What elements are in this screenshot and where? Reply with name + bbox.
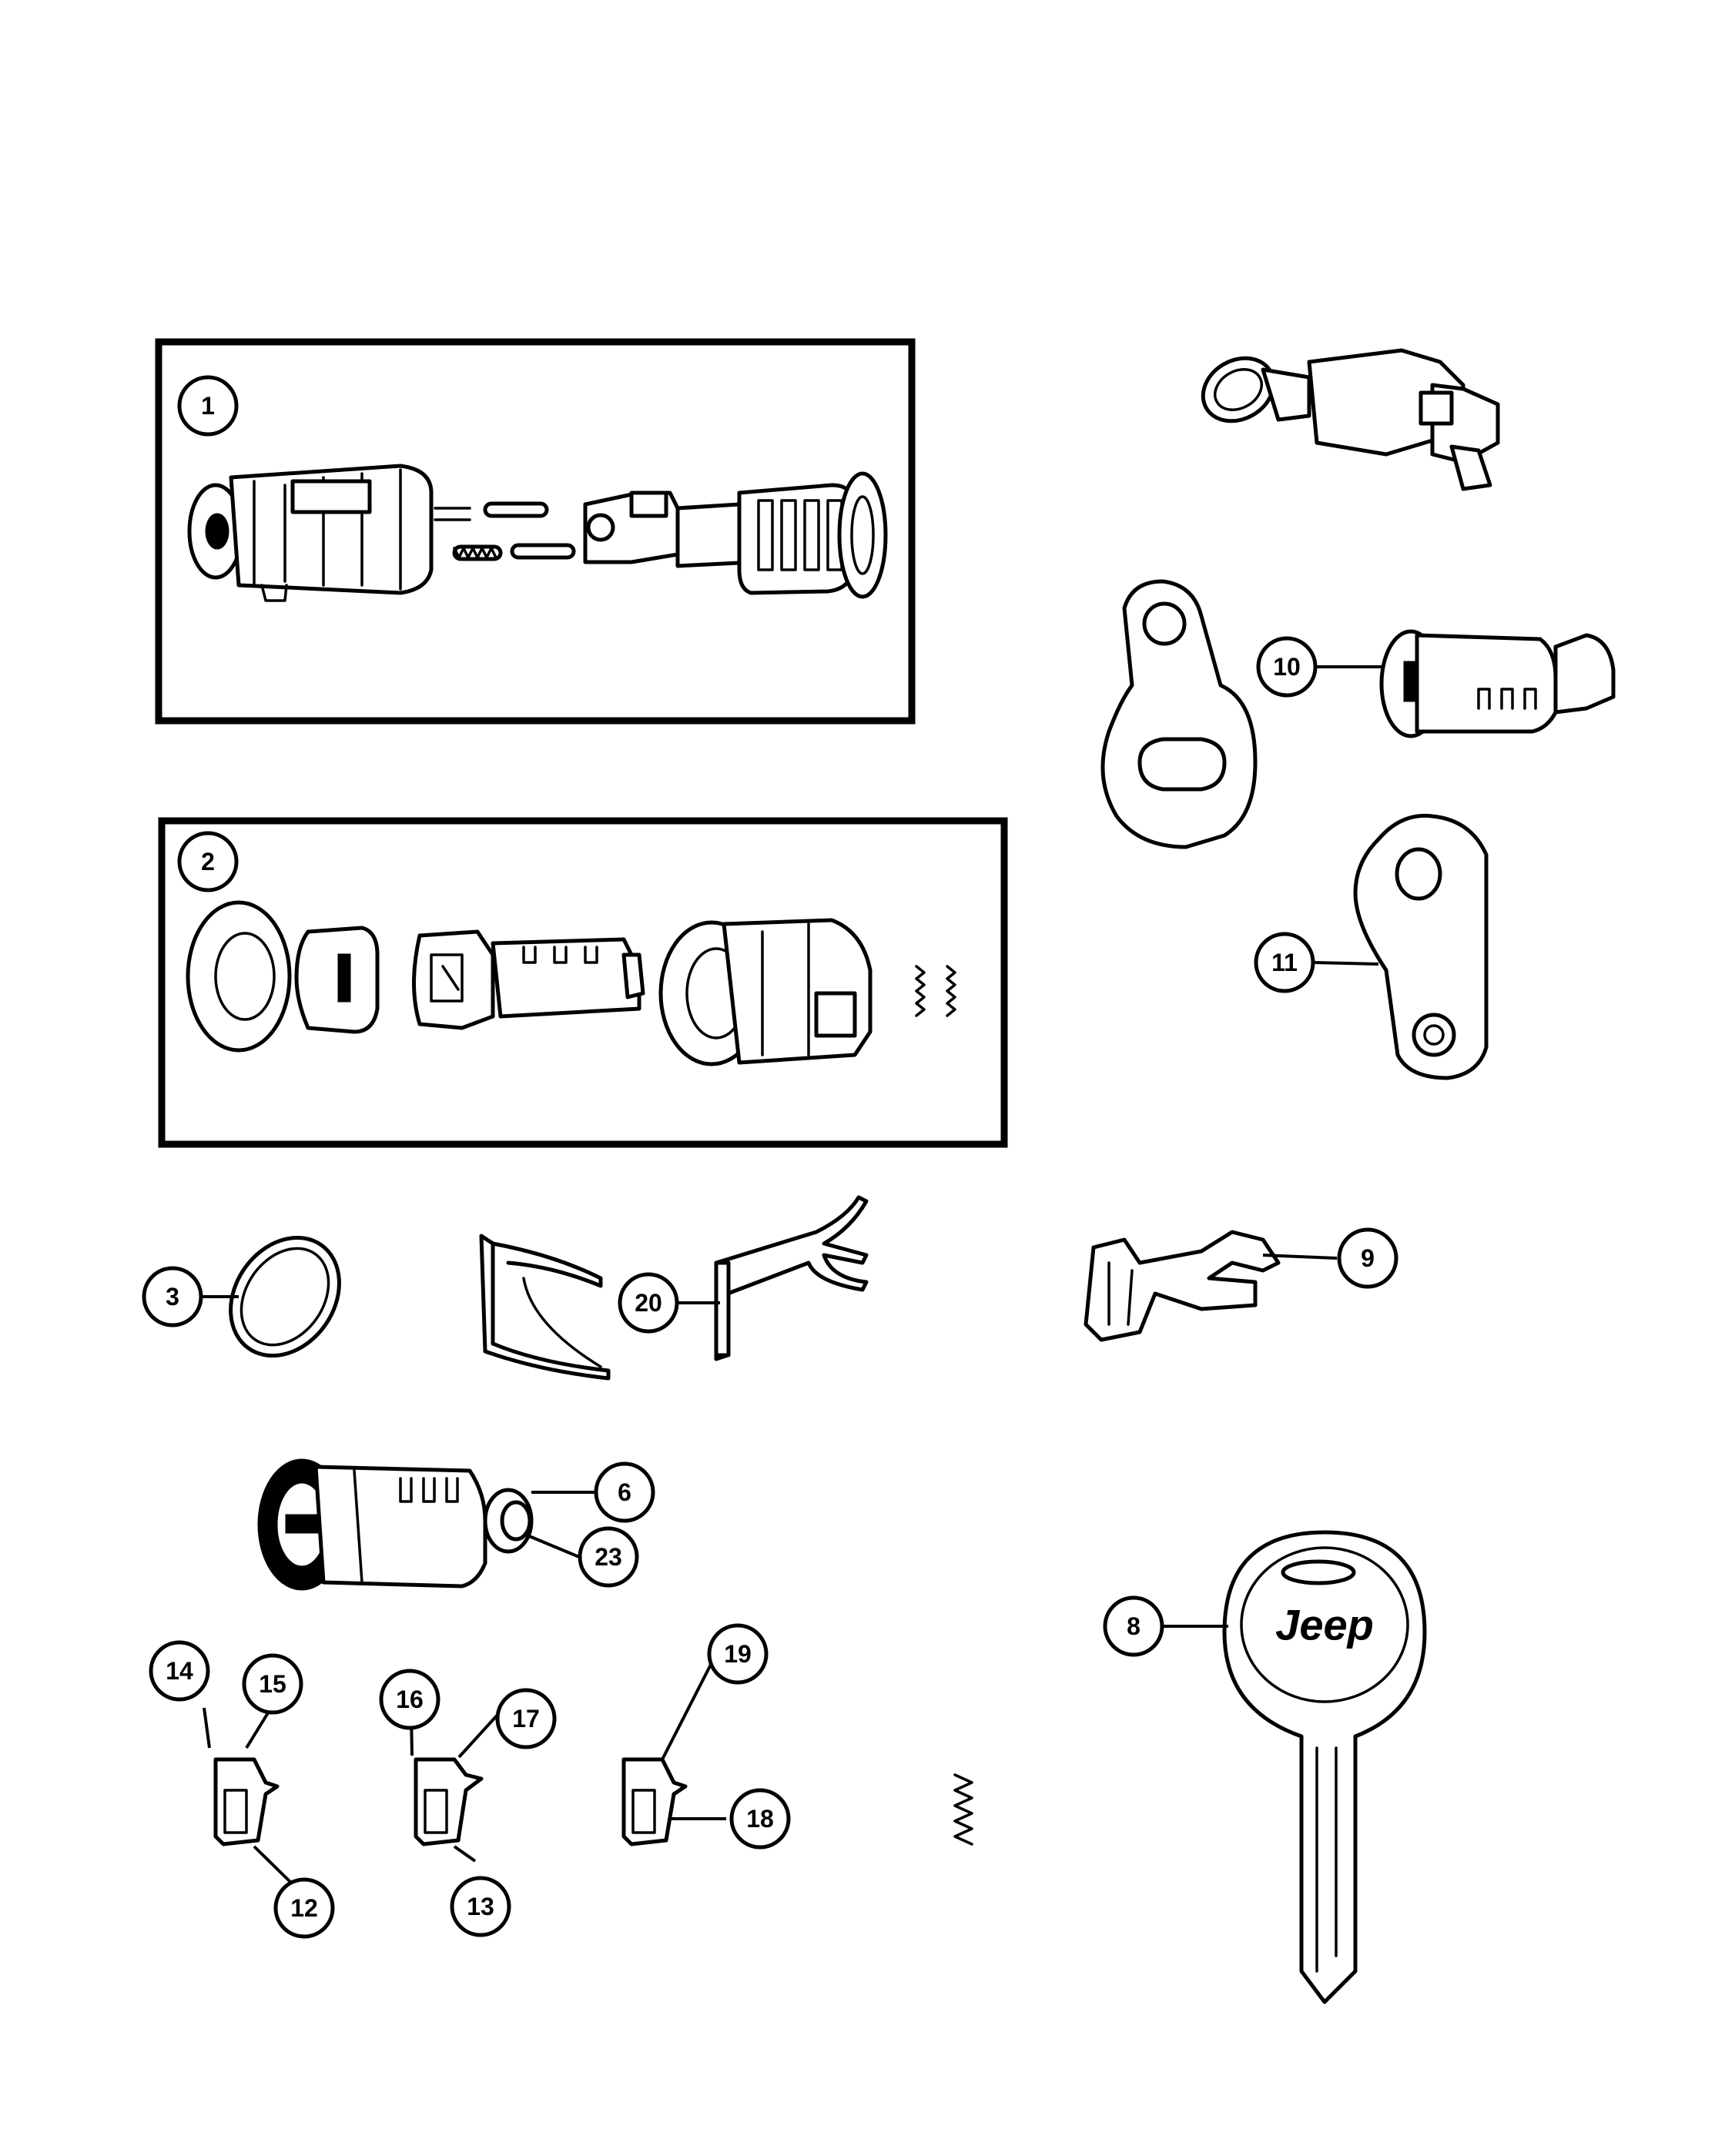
callout-18: 18 (729, 1788, 791, 1850)
callout-11: 11 (1254, 932, 1315, 993)
callout-15: 15 (242, 1653, 303, 1715)
callout-8: 8 (1103, 1595, 1164, 1657)
leader-lines (200, 665, 1385, 1884)
part-6-cylinder (257, 1458, 534, 1591)
tumbler-c (621, 1757, 688, 1846)
callout-label-13: 13 (467, 1893, 494, 1920)
callout-16: 16 (379, 1669, 440, 1730)
part-10-cylinder (1379, 629, 1616, 738)
callout-label-20: 20 (635, 1289, 662, 1317)
callout-label-3: 3 (166, 1283, 179, 1311)
callout-10: 10 (1256, 636, 1318, 698)
callout-label-9: 9 (1361, 1244, 1375, 1272)
callout-label-17: 17 (512, 1705, 540, 1732)
callout-label-15: 15 (259, 1670, 286, 1698)
key-logo: Jeep (1275, 1601, 1374, 1649)
callout-1: 1 (177, 375, 239, 437)
part-11-cam (1353, 813, 1489, 1080)
tumbler-a (213, 1757, 280, 1846)
part-1-assembly (187, 464, 888, 602)
callout-label-19: 19 (724, 1640, 752, 1668)
callout-20: 20 (618, 1272, 679, 1334)
callout-13: 13 (450, 1876, 511, 1937)
group-frame-2 (158, 817, 1008, 1148)
part-9-lever (1084, 1230, 1281, 1342)
callout-label-8: 8 (1127, 1612, 1141, 1640)
callout-label-1: 1 (201, 392, 215, 420)
callout-label-16: 16 (396, 1686, 424, 1713)
group-frame-1 (155, 338, 916, 725)
callout-label-14: 14 (166, 1657, 193, 1685)
callout-label-23: 23 (595, 1543, 622, 1571)
callout-17: 17 (495, 1688, 557, 1749)
part-20-clips (479, 1195, 869, 1381)
callout-9: 9 (1337, 1227, 1398, 1289)
callout-label-12: 12 (290, 1894, 318, 1922)
callout-6: 6 (594, 1461, 655, 1523)
callout-14: 14 (149, 1640, 210, 1702)
part-2-assembly (186, 900, 956, 1066)
callout-2: 2 (177, 831, 239, 892)
ignition-switch (1201, 348, 1500, 491)
callout-3: 3 (142, 1266, 203, 1327)
callout-label-10: 10 (1273, 653, 1301, 681)
tumbler-b (414, 1757, 484, 1846)
callout-label-18: 18 (746, 1805, 774, 1833)
callout-label-2: 2 (201, 848, 215, 875)
callout-23: 23 (578, 1526, 639, 1588)
part-3-ring (229, 1235, 341, 1358)
callout-label-6: 6 (618, 1478, 631, 1506)
spring (953, 1773, 973, 1846)
callout-label-11: 11 (1271, 949, 1298, 976)
part-8-key: Jeep (1222, 1530, 1427, 2004)
lock-lever-plate (1100, 579, 1258, 849)
callout-12: 12 (273, 1877, 335, 1939)
callout-19: 19 (707, 1623, 769, 1685)
